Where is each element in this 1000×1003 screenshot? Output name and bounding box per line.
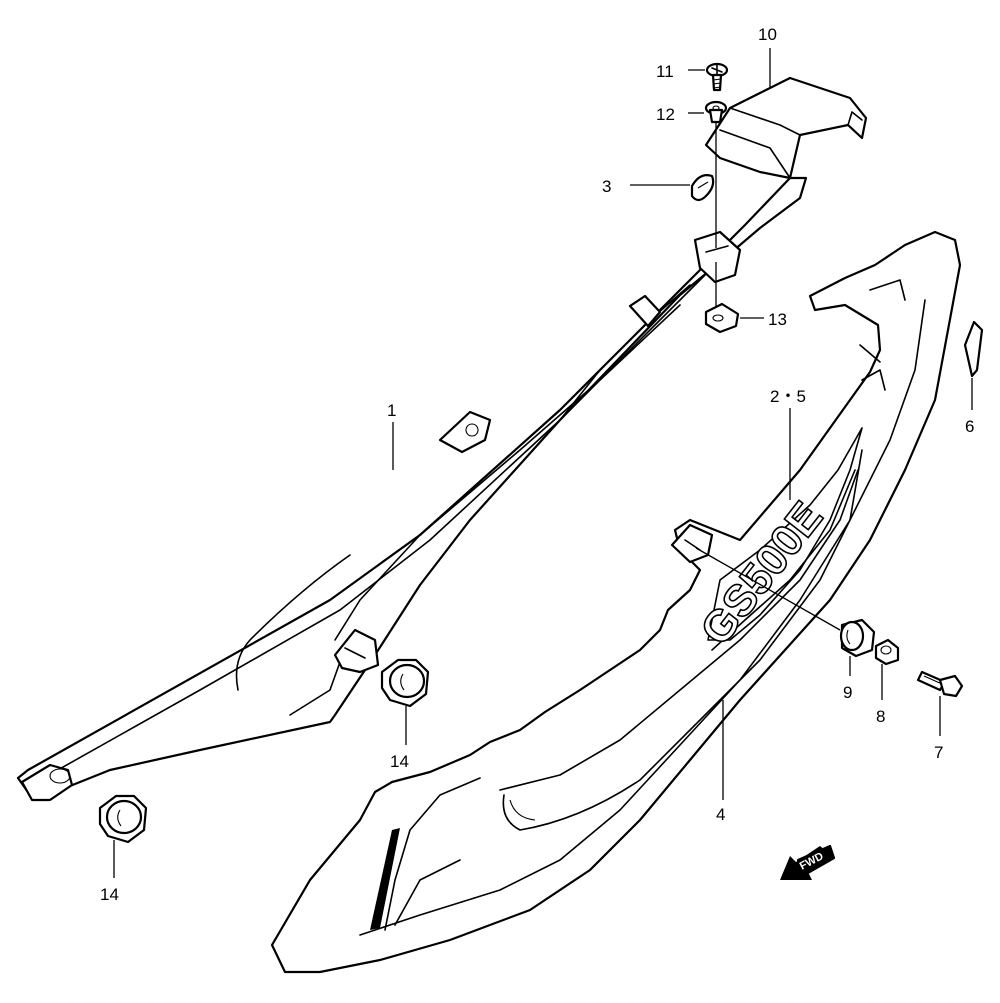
label-part-13: 13 <box>768 310 787 329</box>
part-number-labels: 10 11 12 3 13 1 2・5 6 9 8 7 4 14 14 <box>100 25 974 904</box>
label-part-12: 12 <box>656 105 675 124</box>
cushion-part-9 <box>839 618 876 658</box>
label-part-9: 9 <box>843 683 852 702</box>
label-part-8: 8 <box>876 707 885 726</box>
frame-cover-left <box>16 176 808 802</box>
label-part-14-upper: 14 <box>390 752 409 771</box>
leader-lines <box>113 48 973 878</box>
label-part-1: 1 <box>387 401 396 420</box>
label-part-2-5: 2・5 <box>770 387 806 406</box>
screw-part-11 <box>705 62 729 92</box>
label-part-7: 7 <box>934 743 943 762</box>
bracket-cover-top <box>704 76 868 180</box>
nut-part-13 <box>704 302 740 334</box>
cushion-part-14-upper <box>380 658 430 708</box>
forward-direction-arrow: FWD <box>780 844 836 880</box>
cushion-part-14-lower <box>98 794 148 844</box>
bolt-part-7 <box>916 670 964 698</box>
trim-part-6 <box>963 320 984 378</box>
label-part-14-lower: 14 <box>100 885 119 904</box>
grommet-part-12 <box>704 100 728 124</box>
collar-part-8 <box>874 638 900 666</box>
label-part-3: 3 <box>602 177 611 196</box>
label-part-10: 10 <box>758 25 777 44</box>
clip-part-3 <box>690 174 715 202</box>
label-part-4: 4 <box>716 805 725 824</box>
label-part-11: 11 <box>656 62 674 81</box>
label-part-6: 6 <box>965 417 974 436</box>
